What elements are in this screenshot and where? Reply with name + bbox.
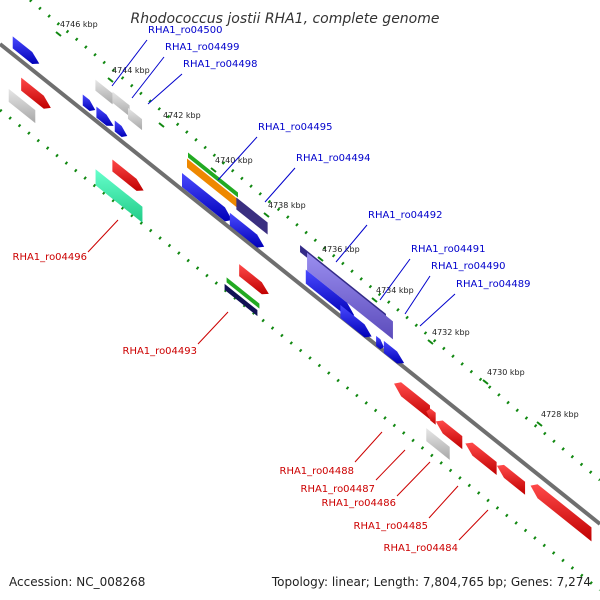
gene-bar-green (188, 152, 238, 198)
gene-box-unknown (95, 79, 113, 105)
gene-label-rha1_ro04491[interactable]: RHA1_ro04491 (411, 244, 486, 255)
callout-line (147, 73, 183, 105)
tick-label: 4744 kbp (112, 66, 150, 75)
gene-arrow-forward (376, 335, 384, 350)
gene-arrow-forward (340, 305, 372, 338)
callout-line (335, 224, 368, 263)
map-title: Rhodococcus jostii RHA1, complete genome (130, 11, 439, 27)
gene-arrow-reverse (530, 484, 592, 542)
gene-arrow-reverse (465, 442, 497, 475)
gene-label-rha1_ro04488[interactable]: RHA1_ro04488 (280, 466, 355, 477)
gene-box-unknown (112, 91, 130, 117)
tick-mark (482, 379, 489, 385)
gene-arrow-reverse (435, 420, 463, 450)
gene-label-rha1_ro04496[interactable]: RHA1_ro04496 (13, 252, 88, 263)
tick-mark (536, 421, 543, 427)
callout-line (111, 39, 148, 87)
tick-mark (55, 31, 62, 37)
gene-callouts (87, 39, 489, 541)
gene-label-rha1_ro04494[interactable]: RHA1_ro04494 (296, 153, 371, 164)
tick-mark (158, 122, 165, 128)
callout-line (197, 311, 229, 345)
gene-box-darkslate (236, 197, 268, 235)
tick-mark (317, 256, 324, 262)
gene-label-rha1_ro04487[interactable]: RHA1_ro04487 (301, 484, 376, 495)
tick-label: 4730 kbp (487, 368, 525, 377)
callout-line (458, 509, 489, 541)
callout-line (217, 136, 258, 181)
tick-label: 4738 kbp (268, 201, 306, 210)
gene-box-purple (307, 252, 393, 340)
gene-arrow-forward (383, 340, 405, 364)
gene-features (8, 36, 592, 542)
gene-arrow-reverse (21, 77, 51, 109)
tick-mark (210, 167, 217, 173)
genome-backbone (0, 42, 600, 526)
gene-label-rha1_ro04500[interactable]: RHA1_ro04500 (148, 25, 223, 36)
tick-label: 4746 kbp (60, 20, 98, 29)
gene-arrow-reverse (112, 159, 144, 191)
tick-label: 4728 kbp (541, 410, 579, 419)
gene-box-unknown (8, 88, 36, 124)
tick-mark (371, 297, 378, 303)
callout-line (354, 431, 383, 463)
gene-bar-green (226, 277, 260, 309)
tick-mark (263, 212, 270, 218)
tick-track-line (0, 108, 600, 592)
gene-label-rha1_ro04495[interactable]: RHA1_ro04495 (258, 122, 333, 133)
callout-line (131, 56, 165, 99)
gene-arrow-forward (82, 94, 96, 111)
gene-label-rha1_ro04490[interactable]: RHA1_ro04490 (431, 261, 506, 272)
gene-label-rha1_ro04498[interactable]: RHA1_ro04498 (183, 59, 258, 70)
gene-label-rha1_ro04499[interactable]: RHA1_ro04499 (165, 42, 240, 53)
gene-arrow-reverse (394, 382, 430, 420)
gene-label-rha1_ro04486[interactable]: RHA1_ro04486 (322, 498, 397, 509)
gene-label-rha1_ro04484[interactable]: RHA1_ro04484 (384, 543, 459, 554)
callout-line (87, 219, 119, 253)
gene-label-rha1_ro04485[interactable]: RHA1_ro04485 (354, 521, 429, 532)
tick-label: 4732 kbp (432, 328, 470, 337)
gene-box-unknown (127, 107, 143, 131)
gene-bar-orange (187, 158, 237, 208)
tick-mark (427, 339, 434, 345)
gene-label-rha1_ro04492[interactable]: RHA1_ro04492 (368, 210, 443, 221)
gene-box-unknown (426, 428, 450, 460)
gene-label-rha1_ro04489[interactable]: RHA1_ro04489 (456, 279, 531, 290)
gene-arrow-forward (96, 106, 114, 126)
accession-text: Accession: NC_008268 (9, 575, 145, 589)
gene-bar-navy (224, 283, 258, 317)
callout-line (419, 293, 456, 327)
callout-line (379, 258, 411, 301)
gene-arrow-reverse (239, 264, 269, 295)
tick-label: 4742 kbp (163, 111, 201, 120)
gene-arrow-forward (305, 269, 355, 317)
genome-summary-text: Topology: linear; Length: 7,804,765 bp; … (271, 575, 591, 589)
gene-labels: RHA1_ro04500RHA1_ro04499RHA1_ro04498RHA1… (13, 25, 531, 554)
callout-line (428, 485, 459, 519)
gene-label-rha1_ro04493[interactable]: RHA1_ro04493 (123, 346, 198, 357)
gene-arrow-forward (12, 36, 40, 64)
tick-label: 4734 kbp (376, 286, 414, 295)
gene-arrow-reverse (496, 464, 526, 495)
gene-arrow-reverse (426, 408, 436, 425)
gene-box-teal (95, 169, 143, 223)
tick-labels: 4746 kbp 4744 kbp 4742 kbp 4740 kbp 4738 kbp… (55, 20, 579, 427)
tick-track-line (29, 0, 600, 482)
tick-mark (107, 77, 114, 83)
callout-line (264, 167, 296, 203)
callout-line (375, 449, 406, 481)
callout-line (404, 275, 431, 315)
tick-label: 4740 kbp (215, 156, 253, 165)
gene-arrow-forward (182, 173, 232, 222)
gene-arrow-forward (114, 120, 128, 137)
callout-line (396, 461, 431, 497)
gene-arrow-forward (229, 212, 265, 248)
tick-label: 4736 kbp (322, 245, 360, 254)
